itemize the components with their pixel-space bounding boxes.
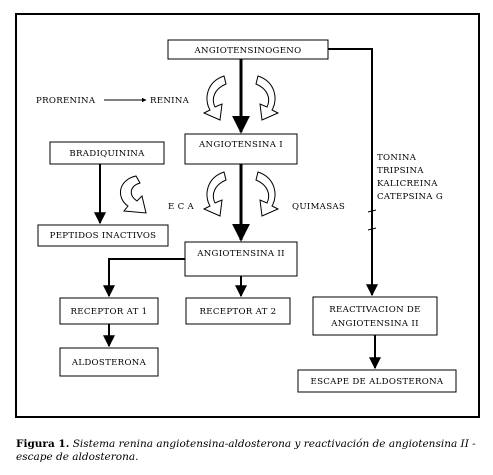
diagram-frame <box>15 13 480 418</box>
node-receptor-at2: RECEPTOR AT 2 <box>185 297 291 325</box>
node-aldosterona: ALDOSTERONA <box>59 347 159 377</box>
node-peptidos-inactivos: PEPTIDOS INACTIVOS <box>37 224 169 247</box>
node-reactivacion-angiotensina-2: REACTIVACION DE ANGIOTENSINA II <box>312 296 438 336</box>
svg-text:ANGIOTENSINA I: ANGIOTENSINA I <box>198 140 283 150</box>
svg-text:BRADIQUININA: BRADIQUININA <box>69 149 145 159</box>
label-kalicreina: KALICREINA <box>377 179 438 189</box>
arrow-a2-to-receptor1 <box>103 258 185 298</box>
node-angiotensinogeno: ANGIOTENSINOGENO <box>167 39 329 60</box>
svg-text:REACTIVACION DE: REACTIVACION DE <box>329 305 420 315</box>
node-angiotensina-2: ANGIOTENSINA II <box>184 241 298 277</box>
label-renina: RENINA <box>150 96 190 106</box>
label-catepsina-g: CATEPSINA G <box>377 192 443 202</box>
curved-arrow-bradiquinina <box>120 175 147 214</box>
figure-caption: Figura 1. Sistema renina angiotensina-al… <box>16 438 486 464</box>
curved-arrow-quimasas-right <box>255 171 280 217</box>
label-quimasas: QUIMASAS <box>292 202 345 212</box>
caption-label: Figura 1. <box>16 438 70 450</box>
caption-text: Sistema renina angiotensina-aldosterona … <box>16 438 476 463</box>
line-break-mark <box>367 209 377 213</box>
curved-arrow-renina-right <box>255 75 280 121</box>
svg-text:RECEPTOR AT 2: RECEPTOR AT 2 <box>200 307 277 317</box>
node-bradiquinina: BRADIQUININA <box>49 141 165 165</box>
curved-arrow-renina-left <box>202 75 227 121</box>
line-break-mark <box>367 227 377 231</box>
svg-text:ANGIOTENSINA II: ANGIOTENSINA II <box>330 319 419 329</box>
svg-text:PEPTIDOS INACTIVOS: PEPTIDOS INACTIVOS <box>50 231 157 241</box>
curved-arrow-eca-left <box>202 171 227 217</box>
svg-text:ALDOSTERONA: ALDOSTERONA <box>71 358 147 368</box>
svg-text:ANGIOTENSINA II: ANGIOTENSINA II <box>196 249 285 259</box>
svg-text:RECEPTOR AT 1: RECEPTOR AT 1 <box>71 307 148 317</box>
svg-text:ANGIOTENSINOGENO: ANGIOTENSINOGENO <box>194 46 302 56</box>
label-eca: E C A <box>168 202 195 212</box>
label-prorenina: PRORENINA <box>36 96 96 106</box>
label-tripsina: TRIPSINA <box>377 166 424 176</box>
node-receptor-at1: RECEPTOR AT 1 <box>59 297 159 325</box>
node-escape-aldosterona: ESCAPE DE ALDOSTERONA <box>297 369 457 393</box>
label-tonina: TONINA <box>377 153 417 163</box>
node-angiotensina-1: ANGIOTENSINA I <box>184 133 298 165</box>
arrow-angiotensinogeno-to-reactivacion <box>328 48 378 297</box>
svg-text:ESCAPE DE ALDOSTERONA: ESCAPE DE ALDOSTERONA <box>311 377 444 387</box>
